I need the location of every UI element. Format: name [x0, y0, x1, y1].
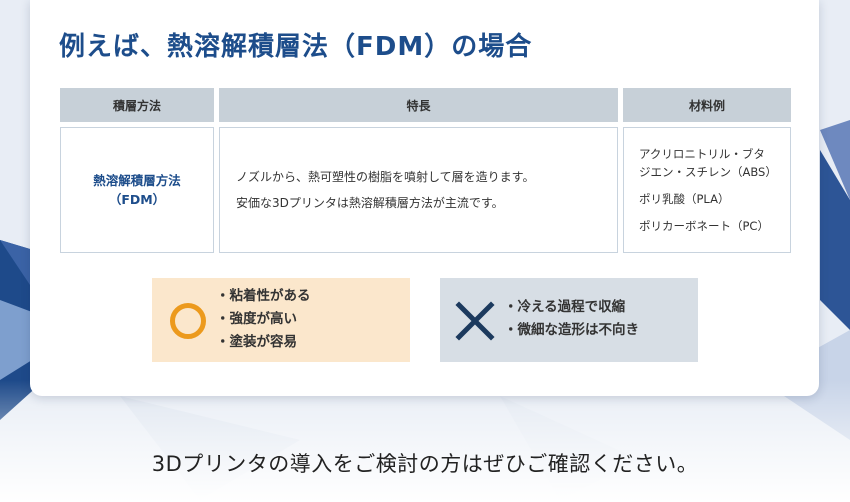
footer-text: 3Dプリンタの導入をご検討の方はぜひご確認ください。 — [151, 452, 699, 476]
feature-text: ノズルから、熱可塑性の樹脂を噴射して層を造ります。 — [236, 170, 535, 184]
cons-list: ・冷える過程で収縮 ・微細な造形は不向き — [504, 296, 639, 342]
cell-features: ノズルから、熱可塑性の樹脂を噴射して層を造ります。 安価な3Dプリンタは熱溶解積… — [219, 127, 618, 253]
header-method: 積層方法 — [60, 88, 214, 122]
feature-text: 安価な3Dプリンタは熱溶解積層方法が主流です。 — [236, 196, 504, 210]
header-features: 特長 — [219, 88, 618, 122]
page-title: 例えば、熱溶解積層法（FDM）の場合 — [59, 32, 533, 62]
pro-item: ・強度が高い — [216, 311, 297, 327]
con-item: ・微細な造形は不向き — [504, 322, 639, 338]
pro-item: ・粘着性がある — [216, 288, 311, 304]
cell-materials: アクリロニトリル・ブタ ジエン・スチレン（ABS） ポリ乳酸（PLA） ポリカー… — [623, 127, 791, 253]
header-materials: 材料例 — [623, 88, 791, 122]
cross-icon — [455, 301, 495, 341]
cons-box: ・冷える過程で収縮 ・微細な造形は不向き — [440, 278, 698, 362]
pros-list: ・粘着性がある ・強度が高い ・塗装が容易 — [216, 285, 311, 354]
pro-item: ・塗装が容易 — [216, 334, 297, 350]
method-abbr: （FDM） — [108, 192, 166, 207]
method-name: 熱溶解積層方法 — [93, 173, 181, 188]
con-item: ・冷える過程で収縮 — [504, 299, 626, 315]
pros-box: ・粘着性がある ・強度が高い ・塗装が容易 — [152, 278, 410, 362]
material-item: ポリカーボネート（PC） — [639, 219, 769, 233]
material-item: アクリロニトリル・ブタ — [639, 147, 765, 161]
cell-method: 熱溶解積層方法 （FDM） — [60, 127, 214, 253]
circle-icon — [170, 303, 206, 339]
comparison-card: 例えば、熱溶解積層法（FDM）の場合 積層方法 特長 材料例 熱溶解積層方法 （… — [30, 0, 819, 396]
material-item: ポリ乳酸（PLA） — [639, 192, 730, 206]
material-item: ジエン・スチレン（ABS） — [639, 165, 777, 179]
